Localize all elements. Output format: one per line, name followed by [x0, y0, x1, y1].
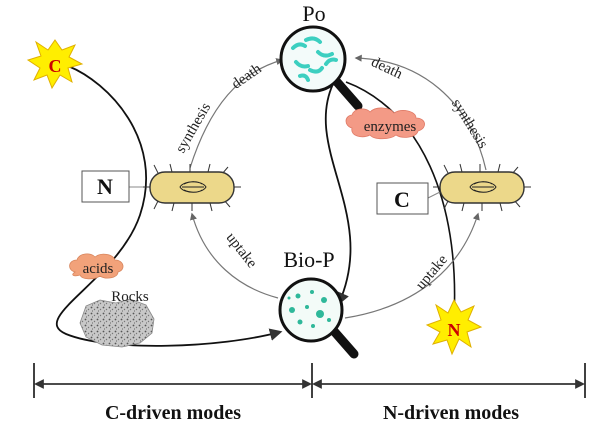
nitrogen-burst-label: N — [448, 320, 461, 340]
left-death-label: death — [229, 61, 265, 93]
left-uptake-label: uptake — [223, 230, 260, 272]
enzymes-label: enzymes — [364, 119, 417, 135]
right-uptake-label: uptake — [413, 252, 451, 293]
right-synthesis-arrow — [354, 54, 487, 171]
po-to-bioP-curve — [324, 83, 352, 306]
bio-p-magnifier — [278, 277, 359, 359]
left-synthesis-label: synthesis — [173, 100, 214, 156]
carbon-burst: C — [26, 39, 84, 90]
enzymes-cloud: enzymes — [345, 107, 425, 140]
carbon-box: C — [376, 182, 429, 215]
po-magnifier — [279, 25, 363, 111]
po-label: Po — [302, 1, 325, 26]
carbon-burst-label: C — [49, 56, 62, 76]
right-uptake-arrow — [344, 212, 480, 319]
left-uptake-arrow — [190, 212, 279, 299]
right-death-label: death — [369, 54, 406, 82]
c-driven-modes-label: C-driven modes — [105, 402, 241, 424]
acids-cloud: acids — [69, 253, 124, 280]
nitrogen-box: N — [81, 170, 130, 203]
nitrogen-box-label: N — [97, 174, 113, 199]
rocks-label: Rocks — [111, 289, 149, 305]
mode-range-axis — [33, 363, 586, 398]
carbon-box-label: C — [394, 187, 410, 212]
c-flow-curve — [56, 65, 283, 347]
right-synthesis-label: synthesis — [448, 96, 491, 151]
n-flow-curve — [345, 81, 456, 319]
box-c-connector — [427, 191, 441, 199]
left-bacterium — [143, 163, 241, 212]
left-synthesis-arrow — [189, 58, 284, 169]
right-bacterium — [433, 163, 531, 212]
nitrogen-burst: N — [425, 298, 483, 356]
bio-p-label: Bio-P — [283, 247, 334, 272]
rocks: Rocks — [79, 289, 155, 348]
n-driven-modes-label: N-driven modes — [383, 402, 519, 424]
acids-label: acids — [83, 261, 114, 277]
